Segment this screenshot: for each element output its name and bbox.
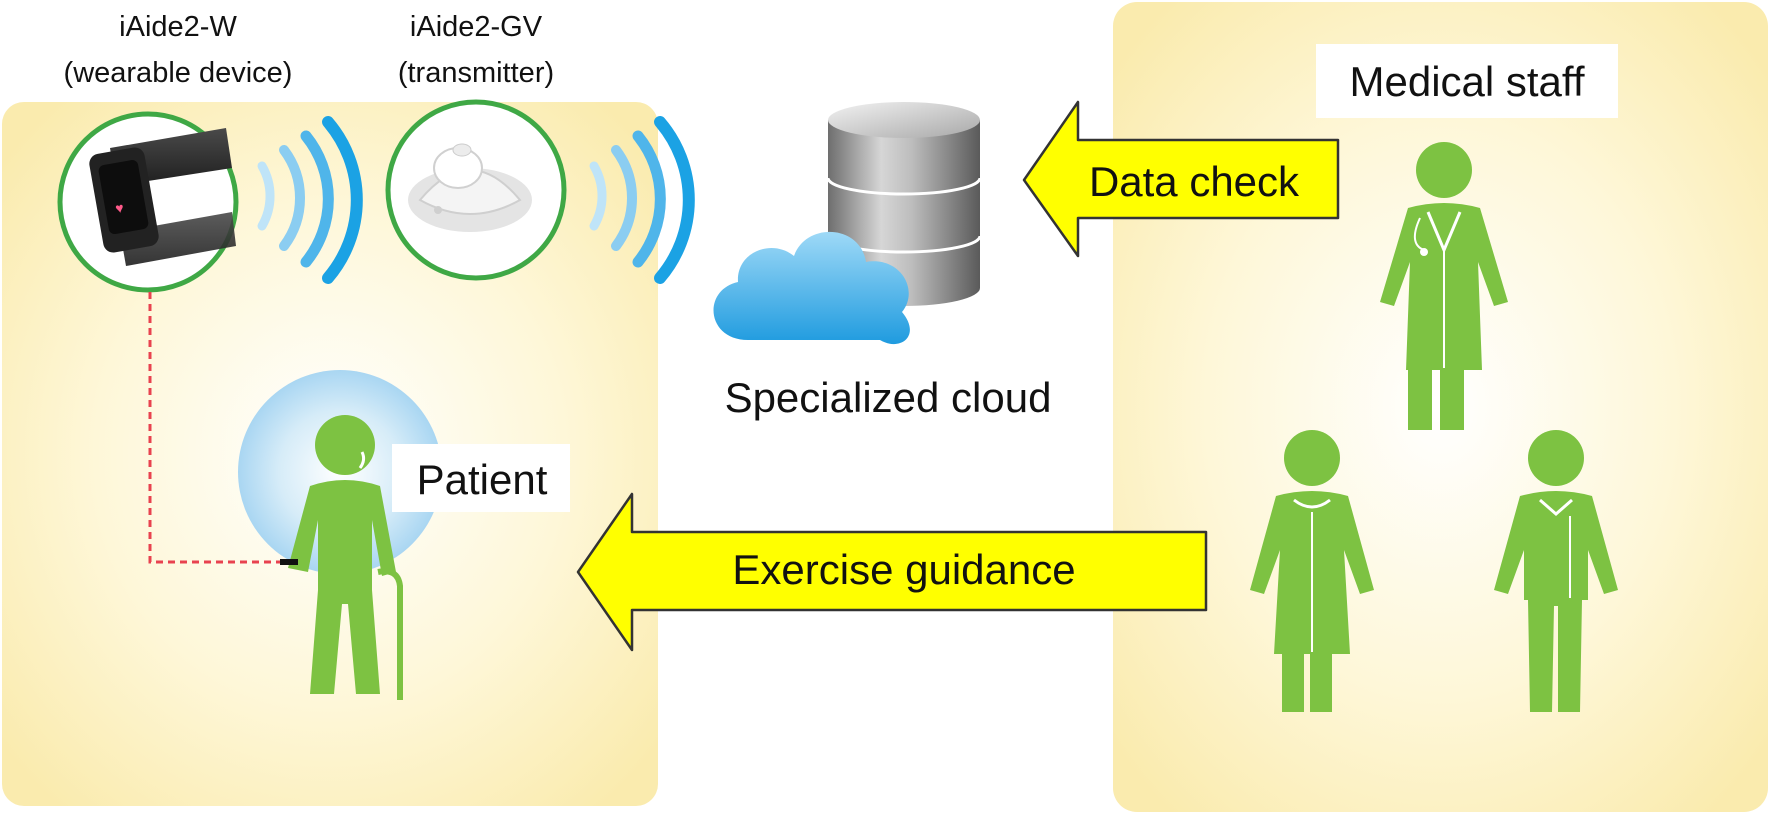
patient-label: Patient — [417, 456, 548, 503]
wireless-waves-transmitter-icon — [589, 116, 695, 284]
patient-figure-icon — [280, 415, 403, 700]
medical-staff-label: Medical staff — [1350, 58, 1585, 105]
patient-label-box — [392, 444, 570, 512]
transmitter-desc-label: (transmitter) — [398, 57, 554, 89]
doctor-figure-icon — [1380, 142, 1508, 430]
wearable-name-label: iAide2-W — [119, 11, 237, 43]
transmitter-device-icon — [385, 99, 567, 281]
cloud-icon — [713, 231, 910, 345]
therapist-figure-icon — [1494, 430, 1618, 712]
medical-staff-label-box — [1316, 44, 1618, 118]
cloud-label: Specialized cloud — [725, 374, 1052, 421]
wearable-device-icon: ♥ — [57, 111, 239, 293]
wireless-waves-wearable-icon — [257, 116, 363, 284]
database-icon — [826, 102, 982, 306]
exercise-guidance-label: Exercise guidance — [732, 546, 1075, 593]
transmitter-name-label: iAide2-GV — [410, 11, 543, 43]
nurse-figure-icon — [1250, 430, 1374, 712]
svg-text:♥: ♥ — [114, 199, 125, 216]
data-check-arrow — [1022, 100, 1340, 258]
wearable-connector-line — [148, 292, 282, 564]
exercise-guidance-arrow — [576, 492, 1208, 652]
wearable-desc-label: (wearable device) — [64, 57, 293, 89]
data-check-label: Data check — [1089, 158, 1300, 205]
